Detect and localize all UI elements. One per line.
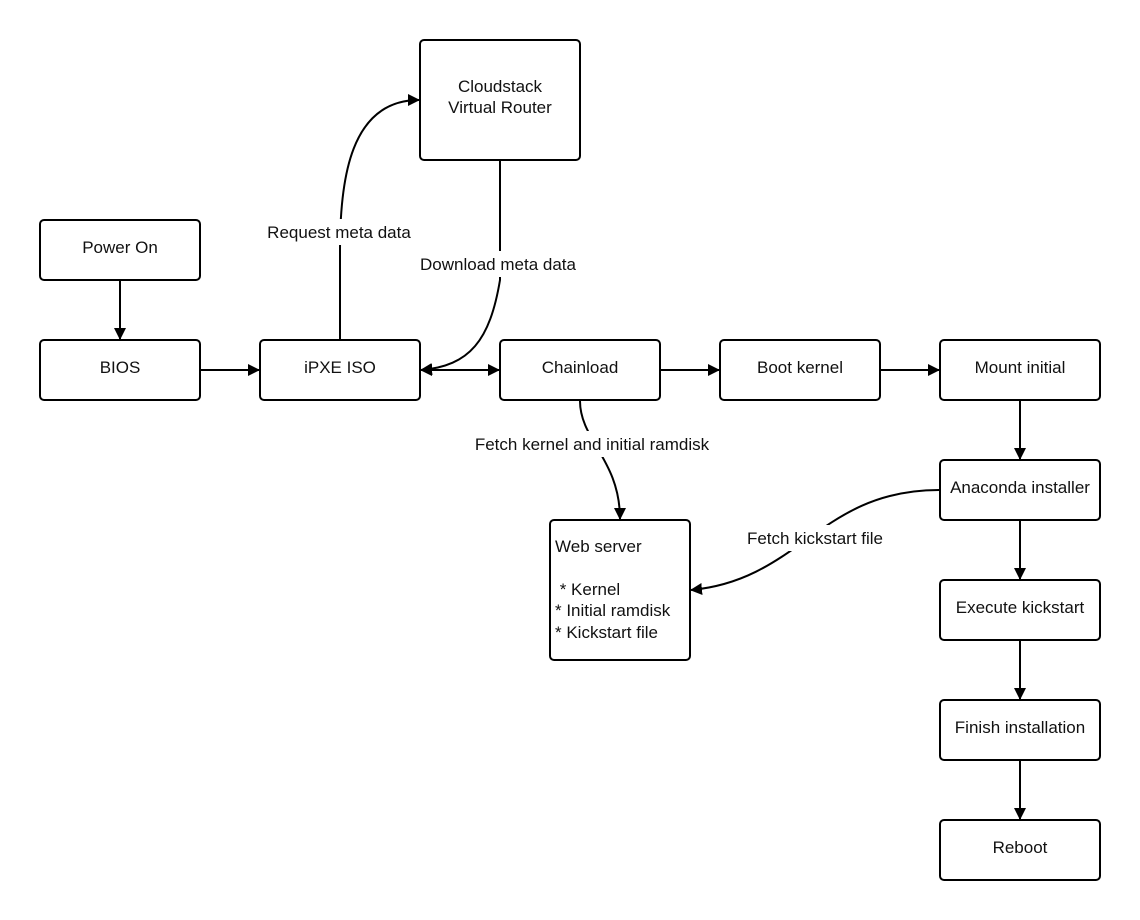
- edge-label-bg: [464, 431, 722, 457]
- node-label: Reboot: [993, 838, 1048, 857]
- edge-labels: Request meta data Download meta data Fet…: [258, 219, 892, 551]
- node-power-on: Power On: [39, 219, 201, 281]
- node-bios: BIOS: [39, 339, 201, 401]
- node-label: Power On: [82, 238, 158, 257]
- edge-label-fetch-kernel-ramdisk: Fetch kernel and initial ramdisk: [475, 435, 710, 454]
- edge-label-download-meta-data: Download meta data: [420, 255, 576, 274]
- web-server-title: Web server: [555, 537, 642, 556]
- edge-label-bg: [412, 251, 588, 277]
- node-label: Chainload: [542, 358, 619, 377]
- node-execute-kickstart: Execute kickstart: [939, 579, 1101, 641]
- edge-fetch-kernel-ramdisk: [579, 400, 626, 520]
- web-server-item-kernel: * Kernel: [555, 580, 620, 599]
- node-reboot: Reboot: [939, 819, 1101, 881]
- node-label-line1: Cloudstack: [458, 77, 543, 96]
- node-mount-initial: Mount initial: [939, 339, 1101, 401]
- web-server-item-kickstart-file: * Kickstart file: [555, 623, 658, 642]
- node-label: Mount initial: [975, 358, 1066, 377]
- node-label: Boot kernel: [757, 358, 843, 377]
- edges: [114, 94, 1026, 820]
- edge-label-bg: [258, 219, 422, 245]
- node-web-server: Web server * Kernel * Initial ramdisk * …: [549, 519, 691, 661]
- node-label: BIOS: [100, 358, 141, 377]
- node-boot-kernel: Boot kernel: [719, 339, 881, 401]
- web-server-item-initial-ramdisk: * Initial ramdisk: [555, 601, 671, 620]
- edge-label-bg: [738, 525, 892, 551]
- node-ipxe-iso: iPXE ISO: [259, 339, 421, 401]
- node-label: Anaconda installer: [950, 478, 1090, 497]
- node-finish-installation: Finish installation: [939, 699, 1101, 761]
- edge-label-fetch-kickstart-file: Fetch kickstart file: [747, 529, 883, 548]
- node-label-line2: Virtual Router: [448, 98, 552, 117]
- node-label: iPXE ISO: [304, 358, 376, 377]
- node-chainload: Chainload: [499, 339, 661, 401]
- edge-label-request-meta-data: Request meta data: [267, 223, 411, 242]
- node-anaconda-installer: Anaconda installer: [939, 459, 1101, 521]
- node-label: Finish installation: [955, 718, 1085, 737]
- node-cloudstack-virtual-router: Cloudstack Virtual Router: [419, 39, 581, 161]
- node-label: Execute kickstart: [956, 598, 1085, 617]
